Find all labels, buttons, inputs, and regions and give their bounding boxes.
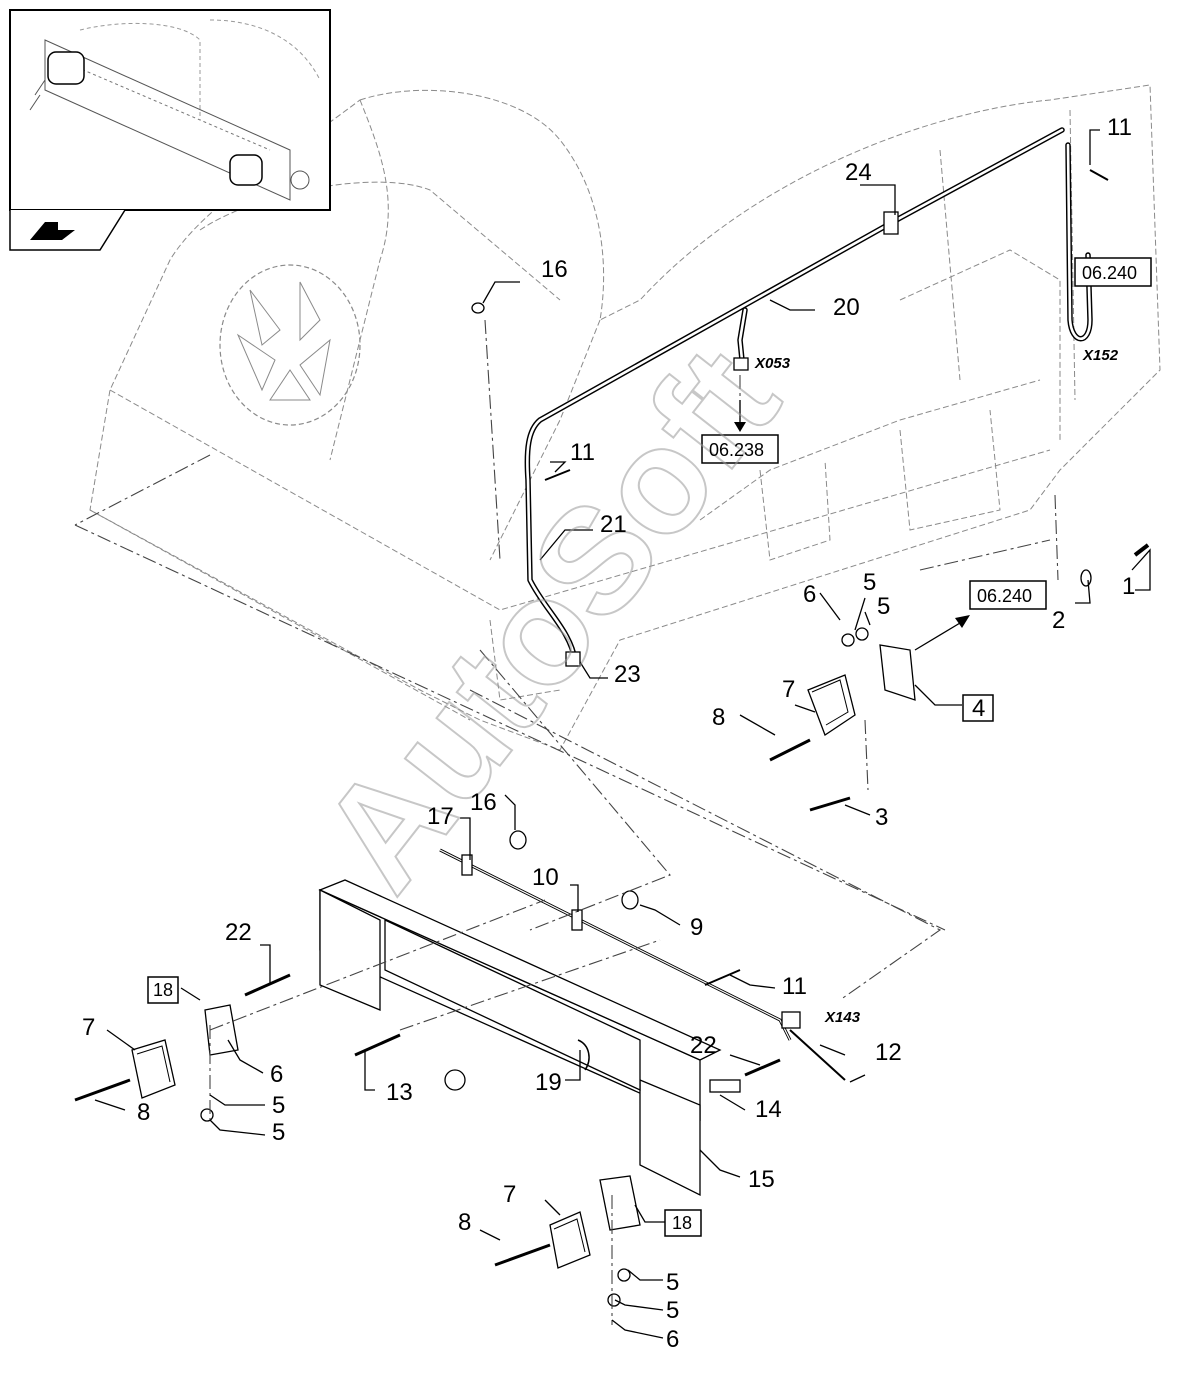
callout-10: 10	[532, 864, 559, 891]
callout-9: 9	[690, 914, 703, 941]
callout-11: 11	[1107, 114, 1132, 141]
watermark: AutoSoft	[288, 317, 810, 919]
callout-2: 2	[1052, 607, 1065, 634]
inset-view	[9, 9, 331, 251]
connector-x053: X053	[754, 355, 791, 372]
ref-box-06240-top[interactable]	[1074, 257, 1152, 287]
hardware	[74, 169, 1150, 1267]
callout-16: 16	[541, 256, 568, 283]
callout-6: 6	[803, 581, 816, 608]
reference-arrows	[734, 400, 970, 651]
connector-labels: X053 X152 X143	[754, 347, 1119, 1026]
callout-20: 20	[833, 294, 860, 321]
callout-4: 4	[972, 695, 985, 722]
rear-bar-assembly	[318, 879, 722, 1197]
leader-lines	[94, 129, 1151, 1339]
ref-06240-mid-label: 06.240	[977, 586, 1032, 606]
lamp-lower-right	[549, 1175, 641, 1307]
callout-5: 5	[666, 1297, 679, 1324]
callout-15: 15	[748, 1166, 775, 1193]
callout-18: 18	[153, 980, 173, 1000]
assembly-lines	[74, 319, 1059, 1325]
callout-23: 23	[614, 661, 641, 688]
callout-11: 11	[570, 439, 595, 466]
callout-labels: 1 2 3 4 5 5 5 5 5 5 6 6 6 7 7 7 8 8 8 9 …	[82, 114, 1135, 1353]
callout-22: 22	[690, 1032, 717, 1059]
callout-7: 7	[82, 1014, 95, 1041]
wiring-harness	[524, 127, 1093, 667]
callout-12: 12	[875, 1039, 902, 1066]
lower-harness	[439, 848, 846, 1081]
callout-19: 19	[535, 1069, 562, 1096]
inset-lamp-right	[229, 154, 263, 186]
page-ref-labels: 06.238 06.240 06.240	[709, 263, 1137, 606]
callout-8: 8	[137, 1099, 150, 1126]
callout-7: 7	[782, 676, 795, 703]
callout-17: 17	[427, 803, 454, 830]
callout-5: 5	[272, 1119, 285, 1146]
callout-14: 14	[755, 1096, 782, 1123]
callout-6: 6	[270, 1061, 283, 1088]
callout-11: 11	[782, 973, 807, 1000]
callout-3: 3	[875, 804, 888, 831]
connector-x152: X152	[1082, 347, 1119, 364]
lamp-upper-right	[807, 627, 916, 736]
leaf-logo-icon	[219, 264, 361, 426]
callout-22: 22	[225, 919, 252, 946]
callout-21: 21	[600, 511, 627, 538]
ref-box-06240-mid[interactable]	[969, 580, 1047, 610]
callout-5: 5	[272, 1092, 285, 1119]
callout-5: 5	[666, 1269, 679, 1296]
callout-18: 18	[672, 1213, 692, 1233]
callout-5: 5	[863, 569, 876, 596]
callout-16: 16	[470, 789, 497, 816]
callout-6: 6	[666, 1326, 679, 1353]
inset-lamp-left	[47, 51, 85, 85]
callout-1: 1	[1122, 573, 1135, 600]
view-arrow-icon	[30, 222, 75, 240]
ref-box-06238[interactable]	[701, 434, 779, 464]
ref-06238-label: 06.238	[709, 440, 764, 460]
ref-06240-top-label: 06.240	[1082, 263, 1137, 283]
callout-7: 7	[503, 1181, 516, 1208]
connector-x143: X143	[824, 1009, 861, 1026]
callout-13: 13	[386, 1079, 413, 1106]
callout-24: 24	[845, 159, 872, 186]
callout-5: 5	[877, 593, 890, 620]
reference-boxes	[147, 257, 1152, 1237]
callout-8: 8	[712, 704, 725, 731]
callout-8: 8	[458, 1209, 471, 1236]
